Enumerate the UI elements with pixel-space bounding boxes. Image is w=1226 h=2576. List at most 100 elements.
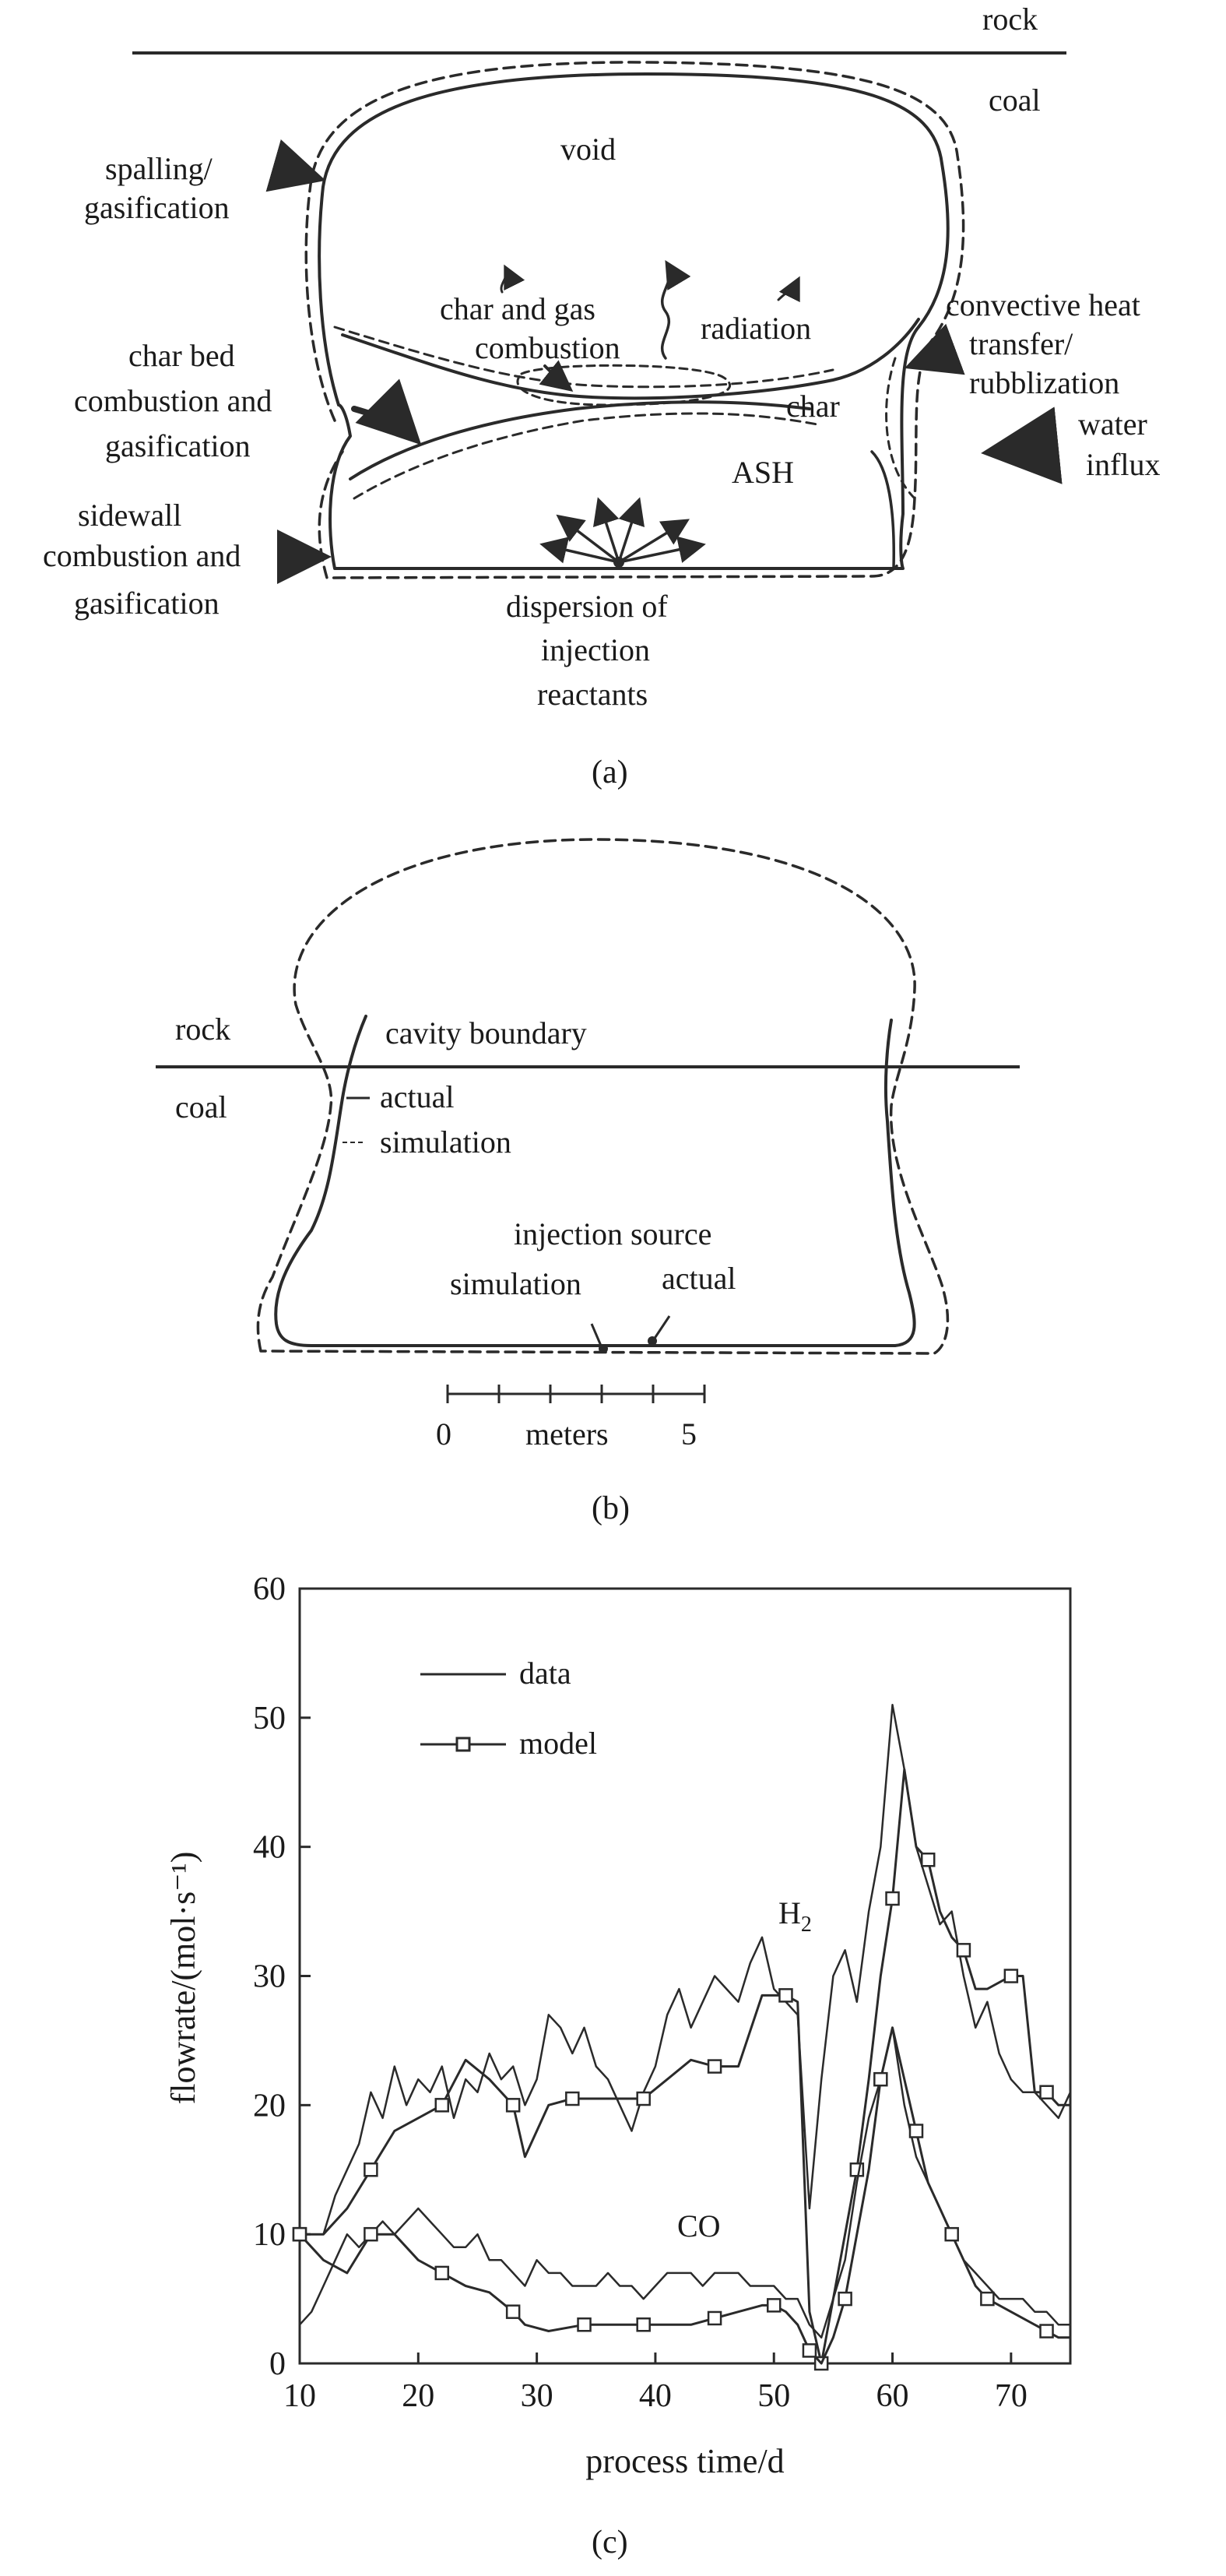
scale-label-unit: meters <box>525 1416 609 1452</box>
series-co-model-marker <box>908 2124 924 2138</box>
label-water-1: water <box>1078 406 1147 442</box>
injection-sim-leader <box>590 1323 602 1346</box>
series-h2-model-marker <box>364 2163 378 2177</box>
label-dispersion-3: reactants <box>537 677 648 712</box>
series-h2-model-line <box>300 1768 1070 2365</box>
scale-bar <box>446 1385 706 1403</box>
series-co-model-marker <box>944 2226 959 2242</box>
ash-right-line <box>870 450 895 570</box>
series-co-data-line <box>299 2026 1070 2339</box>
x-tick-label: 40 <box>639 2378 672 2414</box>
panel-b: rock coal cavity boundary actual simulat… <box>156 838 1020 1526</box>
y-axis-label: flowrate/(mol·s⁻¹) <box>164 1852 202 2105</box>
series-co-model-marker <box>505 2304 521 2319</box>
label-coal-b: coal <box>175 1089 227 1124</box>
x-tick-label: 70 <box>995 2378 1028 2414</box>
x-tick-label: 10 <box>283 2378 316 2414</box>
char-lower-dashed <box>353 412 819 500</box>
cavity-solid-actual <box>274 1015 916 1347</box>
label-charbed-2: combustion and <box>74 383 272 418</box>
y-tick-label: 40 <box>253 1830 286 1866</box>
injection-actual-leader <box>652 1315 671 1340</box>
legend-data-label: data <box>519 1656 571 1691</box>
label-convective-2: transfer/ <box>969 326 1073 361</box>
label-convective-1: convective heat <box>946 287 1140 322</box>
series-co-model-marker <box>766 2298 782 2313</box>
series-h2-data-line <box>300 1704 1072 2236</box>
x-axis-label: process time/d <box>585 2442 784 2480</box>
char-right-dashed <box>885 357 916 500</box>
scale-label-five: 5 <box>681 1416 697 1452</box>
legend-model-label: model <box>519 1726 597 1761</box>
y-tick-label: 20 <box>253 2088 286 2124</box>
panel-a: rock coal <box>43 2 1161 790</box>
series-co-model-marker <box>292 2226 307 2242</box>
series-co-model-marker <box>577 2317 592 2332</box>
radiation-wavy-arrow-3 <box>777 276 800 303</box>
x-tick-label: 50 <box>757 2378 790 2414</box>
legend-model-marker <box>455 1737 471 1752</box>
label-dispersion-2: injection <box>541 632 650 667</box>
series-h2-model-marker <box>778 1988 793 2003</box>
dispersion-arrows <box>539 497 706 568</box>
label-simulation-2: simulation <box>450 1266 581 1301</box>
series-h2-model-marker <box>1003 1969 1019 1983</box>
injection-point-sim <box>599 1344 608 1353</box>
annotation-h2: H2 <box>778 1895 812 1937</box>
label-spalling-1: spalling/ <box>105 151 213 186</box>
y-tick-label: 60 <box>253 1571 286 1607</box>
radiation-wavy-arrow-2 <box>500 264 525 294</box>
caption-c: (c) <box>592 2525 628 2560</box>
label-char-gas-1: char and gas <box>440 291 595 326</box>
label-cavity-boundary: cavity boundary <box>385 1015 587 1050</box>
x-tick-label: 30 <box>521 2378 553 2414</box>
label-charbed-1: char bed <box>128 338 235 373</box>
label-spalling-2: gasification <box>84 190 230 225</box>
series-co-model-marker <box>838 2291 852 2307</box>
injection-point-actual <box>648 1336 657 1346</box>
charbed-arrow <box>351 378 422 445</box>
label-charbed-3: gasification <box>105 428 251 463</box>
series-co-model-marker <box>636 2317 651 2332</box>
series-h2-model-marker <box>505 2098 521 2113</box>
x-tick-label: 20 <box>402 2378 434 2414</box>
label-water-2: influx <box>1086 447 1161 482</box>
label-void: void <box>560 132 616 167</box>
series-h2-model-marker <box>707 2059 722 2074</box>
y-tick-label: 10 <box>253 2217 286 2253</box>
scale-label-zero: 0 <box>436 1416 451 1452</box>
y-tick-label: 50 <box>253 1701 286 1737</box>
series-co-model-marker <box>434 2265 450 2281</box>
caption-b: (b) <box>592 1490 630 1526</box>
radiation-wavy-arrow-1 <box>660 259 691 360</box>
char-upper-solid <box>341 318 920 400</box>
convective-arrow <box>904 323 965 375</box>
char-lower-solid <box>349 400 811 480</box>
label-char-gas-2: combustion <box>475 330 620 365</box>
label-rock-a: rock <box>982 2 1038 37</box>
label-sidewall-1: sidewall <box>78 498 181 533</box>
plot-frame <box>298 1587 1072 2365</box>
series-co-model-marker <box>980 2291 995 2307</box>
y-tick-label: 30 <box>253 1959 286 1995</box>
series-h2-model-marker <box>956 1943 971 1958</box>
annotation-h2-sub: 2 <box>801 1913 812 1937</box>
cavity-dashed-simulation <box>256 838 950 1355</box>
series-h2-model-marker <box>565 2091 580 2106</box>
legend: data model <box>420 1656 597 1761</box>
cavity-outline-dashed <box>304 61 965 579</box>
series-h2-model-marker <box>920 1853 936 1867</box>
label-injection-source: injection source <box>514 1216 711 1251</box>
label-convective-3: rubblization <box>969 365 1119 400</box>
series-h2-model-marker <box>1039 2085 1054 2099</box>
label-simulation: simulation <box>380 1124 511 1160</box>
combustion-dashed-ellipse <box>516 364 731 406</box>
annotation-h2-base: H <box>778 1895 801 1930</box>
series-h2-model-marker <box>885 1891 900 1906</box>
label-rock-b: rock <box>175 1012 230 1047</box>
label-actual-2: actual <box>662 1261 736 1296</box>
char-upper-dashed <box>333 326 834 389</box>
label-ash: ASH <box>732 455 794 490</box>
